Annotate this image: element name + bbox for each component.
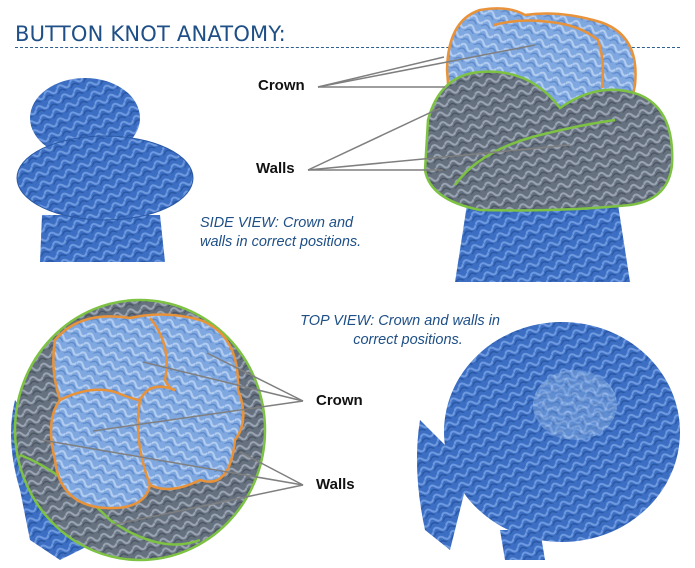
side-view-crown-label: Crown: [258, 77, 305, 94]
side-view-caption-line1: SIDE VIEW: Crown and: [200, 215, 354, 231]
title-dashed-divider: [15, 47, 680, 48]
side-view-annotated-photo: [423, 7, 674, 282]
side-view-leader-lines: [307, 44, 571, 171]
top-view-caption: TOP VIEW: Crown and walls in correct pos…: [276, 312, 500, 350]
side-view-walls-label: Walls: [256, 160, 295, 177]
top-view-annotated-photo: [11, 298, 267, 562]
top-view-crown-label: Crown: [316, 392, 363, 409]
top-view-caption-line2: correct positions.: [353, 332, 463, 348]
top-view-walls-label: Walls: [316, 476, 355, 493]
side-view-photo: [16, 78, 194, 262]
side-view-caption: SIDE VIEW: Crown and walls in correct po…: [200, 214, 361, 252]
side-view-caption-line2: walls in correct positions.: [200, 234, 362, 250]
top-view-caption-line1: TOP VIEW: Crown and walls in: [300, 313, 500, 329]
top-view-leader-lines: [41, 352, 304, 526]
top-view-photo: [416, 322, 680, 560]
page-title: BUTTON KNOT ANATOMY:: [15, 22, 286, 46]
